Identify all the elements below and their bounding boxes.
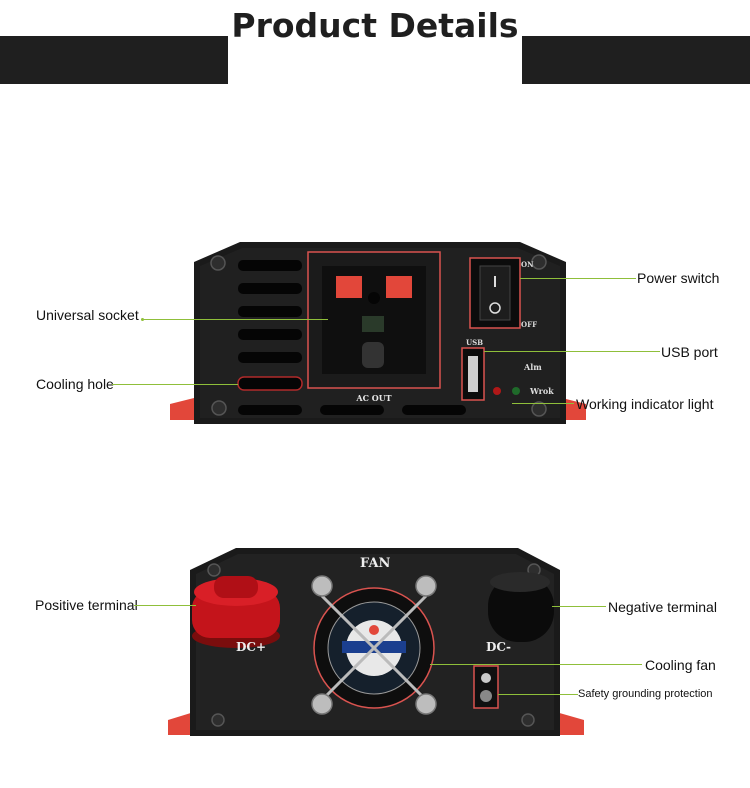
leader-line-grounding bbox=[498, 694, 578, 695]
page-title: Product Details bbox=[231, 6, 519, 45]
dc-minus-text: DC- bbox=[486, 640, 511, 654]
label-negative-terminal: Negative terminal bbox=[608, 599, 717, 615]
leader-line-positive bbox=[134, 605, 196, 606]
usb-text: USB bbox=[466, 338, 484, 347]
alm-text: Alm bbox=[524, 362, 542, 372]
label-universal-socket: Universal socket bbox=[36, 307, 139, 323]
label-working-indicator-light: Working indicator light bbox=[576, 396, 714, 412]
switch-off-text: OFF bbox=[521, 320, 538, 329]
label-usb-port: USB port bbox=[661, 344, 718, 360]
leader-line-fan bbox=[430, 664, 642, 665]
label-cooling-hole: Cooling hole bbox=[36, 376, 114, 392]
work-text: Wrok bbox=[530, 386, 554, 396]
dc-plus-text: DC+ bbox=[236, 640, 267, 654]
label-cooling-fan: Cooling fan bbox=[645, 657, 716, 673]
header-banner bbox=[0, 36, 750, 84]
label-positive-terminal: Positive terminal bbox=[35, 597, 138, 613]
leader-line-power-switch bbox=[520, 278, 636, 279]
leader-line-cooling-hole bbox=[112, 384, 238, 385]
leader-line-negative bbox=[552, 606, 606, 607]
header-banner-center bbox=[228, 36, 522, 84]
switch-on-text: ON bbox=[521, 260, 534, 269]
leader-dot bbox=[141, 318, 144, 321]
leader-line-usb bbox=[484, 351, 660, 352]
label-safety-grounding: Safety grounding protection bbox=[578, 688, 713, 700]
page-title-wrap: Product Details bbox=[228, 6, 522, 48]
label-power-switch: Power switch bbox=[637, 270, 720, 286]
ac-out-text: AC OUT bbox=[355, 393, 391, 403]
leader-line-indicator bbox=[512, 403, 574, 404]
fan-text: FAN bbox=[360, 556, 391, 571]
leader-line-socket bbox=[144, 319, 328, 320]
